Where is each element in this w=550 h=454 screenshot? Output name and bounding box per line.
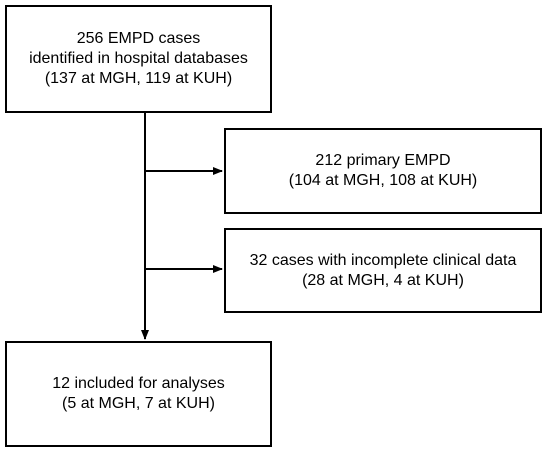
incomplete-data-exclusion-box: 32 cases with incomplete clinical data (…	[224, 228, 542, 313]
identified-cases-line-1: 256 EMPD cases	[76, 30, 201, 47]
incomplete-data-line-1: 32 cases with incomplete clinical data	[249, 251, 517, 269]
incomplete-data-line-2: (28 at MGH, 4 at KUH)	[302, 271, 464, 289]
included-line-2: (5 at MGH, 7 at KUH)	[62, 395, 215, 412]
identified-cases-line-2: identified in hospital databases	[29, 50, 248, 67]
primary-empd-line-1: 212 primary EMPD	[315, 152, 451, 169]
included-line-1: 12 included for analyses	[52, 375, 225, 392]
primary-empd-exclusion-box: 212 primary EMPD (104 at MGH, 108 at KUH…	[224, 128, 542, 214]
identified-cases-box: 256 EMPD cases identified in hospital da…	[5, 5, 272, 113]
identified-cases-line-3: (137 at MGH, 119 at KUH)	[44, 70, 233, 87]
included-for-analysis-box: 12 included for analyses (5 at MGH, 7 at…	[5, 341, 272, 447]
primary-empd-line-2: (104 at MGH, 108 at KUH)	[288, 172, 478, 189]
